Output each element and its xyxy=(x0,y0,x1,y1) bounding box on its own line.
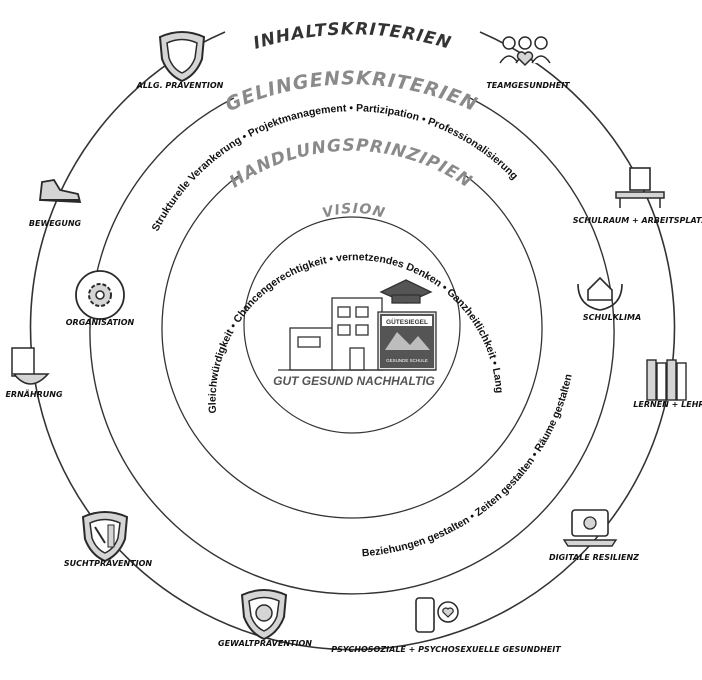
item-label-lernen: LERNEN + LEHREN xyxy=(633,400,702,409)
item-label-gewaltpraevention: GEWALTPRÄVENTION xyxy=(218,638,312,648)
item-label-schulklima: SCHULKLIMA xyxy=(583,313,641,322)
gear-icon xyxy=(75,270,125,320)
seal-small: GESUNDE SCHULE xyxy=(386,358,428,363)
gelingen-text-bottom: Beziehungen gestalten • Zeiten gestalten… xyxy=(361,373,574,559)
fist-shield-icon xyxy=(240,589,288,641)
item-bewegung: BEWEGUNG xyxy=(29,179,82,228)
item-label-digitale-resilienz: DIGITALE RESILIENZ xyxy=(549,553,639,562)
team-heart-icon xyxy=(499,36,551,67)
handlung-title-text: HANDLUNGSPRINZIPIEN xyxy=(226,136,475,193)
item-label-allg-praevention: ALLG. PRÄVENTION xyxy=(136,80,224,90)
item-psychosoziale: PSYCHOSOZIALE + PSYCHOSEXUELLE GESUNDHEI… xyxy=(331,597,561,654)
gelingen-text-bottom-path: Beziehungen gestalten • Zeiten gestalten… xyxy=(361,373,574,559)
center-tagline: GUT GESUND NACHHALTIG xyxy=(273,374,435,388)
outer-title-text: INHALTSKRITERIEN xyxy=(251,19,453,53)
vision-ring xyxy=(243,216,461,434)
item-label-psychosoziale: PSYCHOSOZIALE + PSYCHOSEXUELLE GESUNDHEI… xyxy=(331,645,561,654)
quality-seal-icon: GÜTESIEGEL GESUNDE SCHULE xyxy=(380,314,434,368)
phone-heart-icon xyxy=(415,597,459,633)
outer-items: ALLG. PRÄVENTION TEAMGESUNDHEIT BEWEGUNG SC… xyxy=(5,31,702,654)
item-organisation: ORGANISATION xyxy=(66,270,135,327)
item-label-schulraum: SCHULRAUM + ARBEITSPLATZ xyxy=(573,216,702,225)
item-label-teamgesundheit: TEAMGESUNDHEIT xyxy=(486,81,570,90)
sneaker-icon xyxy=(38,179,82,203)
food-bowl-icon xyxy=(11,347,50,385)
item-label-bewegung: BEWEGUNG xyxy=(29,219,82,228)
item-label-ernaehrung: ERNÄHRUNG xyxy=(5,389,63,399)
vision-title: VISION xyxy=(321,201,387,222)
handlung-ring xyxy=(161,175,543,519)
laptop-like-icon xyxy=(562,509,618,547)
item-allg-praevention: ALLG. PRÄVENTION xyxy=(136,31,224,90)
item-label-organisation: ORGANISATION xyxy=(66,318,135,327)
item-digitale-resilienz: DIGITALE RESILIENZ xyxy=(549,509,639,562)
vision-title-text: VISION xyxy=(321,201,386,222)
outer-title: INHALTSKRITERIEN xyxy=(251,19,454,53)
item-label-suchtpraevention: SUCHTPRÄVENTION xyxy=(64,558,153,568)
item-teamgesundheit: TEAMGESUNDHEIT xyxy=(486,36,570,90)
handlung-title: HANDLUNGSPRINZIPIEN xyxy=(226,136,476,193)
outer-ring xyxy=(29,31,676,651)
item-gewaltpraevention: GEWALTPRÄVENTION xyxy=(218,589,312,648)
item-ernaehrung: ERNÄHRUNG xyxy=(5,347,63,399)
house-hands-icon xyxy=(577,276,623,311)
item-lernen: LERNEN + LEHREN xyxy=(633,359,702,409)
books-icon xyxy=(646,359,687,401)
item-schulklima: SCHULKLIMA xyxy=(577,276,641,322)
shield-icon xyxy=(158,31,206,83)
item-schulraum: SCHULRAUM + ARBEITSPLATZ xyxy=(573,167,702,225)
seal-label: GÜTESIEGEL xyxy=(386,317,428,326)
gelingen-ring xyxy=(89,97,615,595)
item-suchtpraevention: SUCHTPRÄVENTION xyxy=(64,511,153,568)
addiction-shield-icon xyxy=(81,511,129,563)
desk-chair-icon xyxy=(615,167,665,208)
